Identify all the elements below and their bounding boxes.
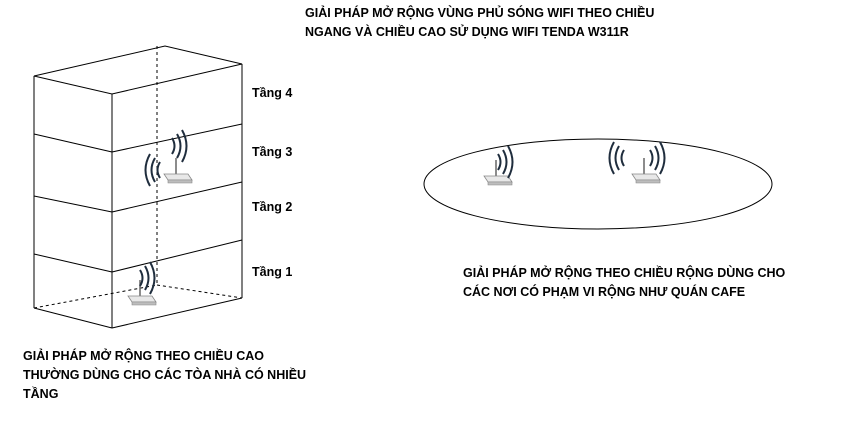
floor-label-2: Tầng 2	[252, 200, 293, 214]
wifi-signal-icon	[649, 141, 666, 175]
floor-label-1: Tầng 1	[252, 265, 293, 279]
wifi-signal-icon	[497, 145, 514, 179]
coverage-area	[423, 138, 773, 230]
router-icon	[163, 157, 193, 184]
building	[33, 45, 243, 329]
router-icon	[483, 159, 513, 186]
page-title: GIẢI PHÁP MỞ RỘNG VÙNG PHỦ SÓNG WIFI THE…	[305, 6, 655, 39]
wifi-signal-icon	[139, 261, 156, 295]
wifi-signal-icon	[608, 141, 625, 175]
router-icon	[631, 157, 661, 184]
vertical-solution-caption: GIẢI PHÁP MỞ RỘNG THEO CHIỀU CAO THƯỜNG …	[23, 349, 307, 401]
floor-label-4: Tầng 4	[252, 86, 293, 100]
wifi-signal-icon	[171, 129, 188, 163]
wifi-signal-icon	[144, 153, 161, 187]
floor-label-3: Tầng 3	[252, 145, 293, 159]
horizontal-solution-caption: GIẢI PHÁP MỞ RỘNG THEO CHIỀU RỘNG DÙNG C…	[463, 266, 786, 299]
